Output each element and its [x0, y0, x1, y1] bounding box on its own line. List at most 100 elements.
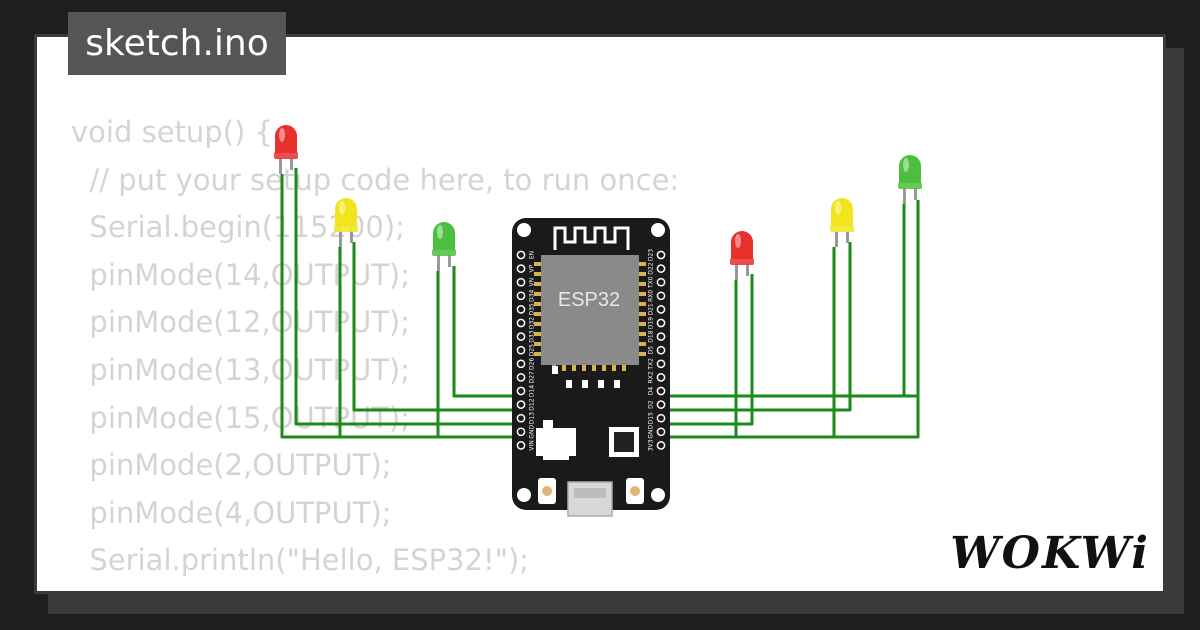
- code-line: pinMode(14,OUTPUT);: [71, 257, 411, 292]
- antenna-trace: [553, 226, 630, 250]
- pin-label: D4: [648, 387, 655, 396]
- code-line: Serial.println("Hello, ESP32!");: [71, 543, 530, 578]
- voltage-regulator: [536, 428, 576, 456]
- pin-d12: [516, 400, 526, 409]
- code-line: pinMode(13,OUTPUT);: [71, 352, 411, 387]
- pin-d21: [656, 305, 666, 314]
- pin-d15: [656, 413, 666, 423]
- led-red-left[interactable]: [274, 125, 298, 174]
- pin-label: D21: [648, 303, 655, 315]
- wire: [294, 168, 517, 426]
- pin-label: TX2: [648, 358, 655, 371]
- usb-port: [567, 481, 613, 517]
- pin-d26: [516, 359, 526, 369]
- pin-vp: [516, 264, 526, 273]
- pin-d22: [656, 264, 666, 273]
- pin-label: D13: [529, 412, 536, 424]
- pin-label: VIN: [529, 440, 536, 450]
- pin-d14: [516, 386, 526, 396]
- pin-label: D35: [529, 303, 536, 315]
- code-line: pinMode(2,OUTPUT);: [71, 448, 392, 483]
- wire: [452, 266, 517, 398]
- pin-label: EN: [529, 251, 536, 259]
- wire: [665, 247, 836, 439]
- pin-tx2: [656, 359, 666, 369]
- led-green-right[interactable]: [898, 155, 922, 204]
- wire: [665, 242, 852, 412]
- led-green-left[interactable]: [432, 222, 456, 271]
- pin-label: D18: [648, 330, 655, 342]
- pin-gnd: [656, 427, 666, 437]
- pin-d19: [656, 318, 666, 328]
- pin-label: D34: [529, 289, 536, 301]
- wire: [665, 280, 738, 439]
- code-line: }: [71, 585, 679, 592]
- code-editor[interactable]: void setup() { // put your setup code he…: [71, 109, 680, 592]
- pin-label: RX0: [648, 290, 655, 302]
- led-red-right[interactable]: [730, 231, 754, 280]
- module-pads: [534, 262, 646, 371]
- mount-hole: [651, 223, 665, 237]
- pin-label: RX2: [648, 371, 655, 383]
- pin-label: GND: [648, 425, 655, 439]
- wire: [665, 274, 754, 426]
- right-pin-labels: D23D22TX0RX0D21D19D18D5TX2RX2D4D2D15GND3…: [648, 249, 655, 452]
- left-pin-labels: ENVPVND34D35D32D33D25D26D27D14D12D13GNDV…: [529, 251, 536, 451]
- code-line: pinMode(12,OUTPUT);: [71, 305, 411, 340]
- wire: [352, 242, 517, 412]
- left-pin-header: [516, 250, 526, 450]
- leds: [274, 125, 922, 280]
- pin-d5: [656, 345, 666, 355]
- pin-d35: [516, 305, 526, 314]
- right-pin-header: [656, 250, 666, 450]
- pin-d27: [516, 373, 526, 382]
- mount-hole: [517, 223, 531, 237]
- pin-3v3: [656, 441, 666, 450]
- pin-d34: [516, 291, 526, 301]
- code-line: void setup() {: [71, 115, 273, 149]
- pin-label: 3V3: [648, 439, 655, 451]
- code-line: // put your setup code here, to run once…: [71, 162, 680, 197]
- pin-label: D27: [529, 371, 536, 383]
- mount-hole: [517, 488, 531, 502]
- pin-label: D26: [529, 357, 536, 369]
- pin-d13: [516, 413, 526, 423]
- pin-label: GND: [529, 425, 536, 439]
- pin-rx0: [656, 291, 666, 301]
- pin-vin: [516, 441, 526, 450]
- mount-hole: [651, 488, 665, 502]
- pin-label: D32: [529, 317, 536, 329]
- pin-label: D2: [648, 400, 655, 409]
- code-line: pinMode(15,OUTPUT);: [71, 400, 411, 435]
- pin-label: D25: [529, 344, 536, 356]
- pin-label: D33: [529, 330, 536, 342]
- pin-d4: [656, 386, 666, 396]
- esp32-module: [541, 255, 639, 365]
- file-tab[interactable]: sketch.ino: [68, 12, 286, 75]
- pin-label: VN: [529, 278, 536, 287]
- pin-label: TX0: [648, 276, 655, 289]
- pin-d2: [656, 400, 666, 409]
- esp32-board[interactable]: ESP32 ENVPVND34D35D32D33D25D26D27D14D12D…: [512, 218, 670, 517]
- wokwi-logo: WOKWi: [950, 528, 1150, 579]
- pin-gnd: [516, 427, 526, 437]
- pin-label: D19: [648, 317, 655, 329]
- led-yellow-right[interactable]: [830, 198, 854, 247]
- pin-tx0: [656, 277, 666, 287]
- pin-label: VP: [529, 264, 536, 272]
- pin-vn: [516, 277, 526, 287]
- wires: [280, 168, 920, 439]
- pin-en: [516, 250, 526, 260]
- pin-d33: [516, 332, 526, 341]
- wire: [280, 174, 517, 439]
- pin-label: D5: [648, 346, 655, 355]
- wire: [665, 200, 920, 439]
- chip-label: ESP32: [558, 289, 620, 311]
- pin-label: D15: [648, 412, 655, 424]
- led-yellow-left[interactable]: [334, 198, 358, 247]
- pin-d18: [656, 332, 666, 341]
- pin-label: D22: [648, 262, 655, 274]
- pin-d23: [656, 250, 666, 260]
- pin-rx2: [656, 373, 666, 382]
